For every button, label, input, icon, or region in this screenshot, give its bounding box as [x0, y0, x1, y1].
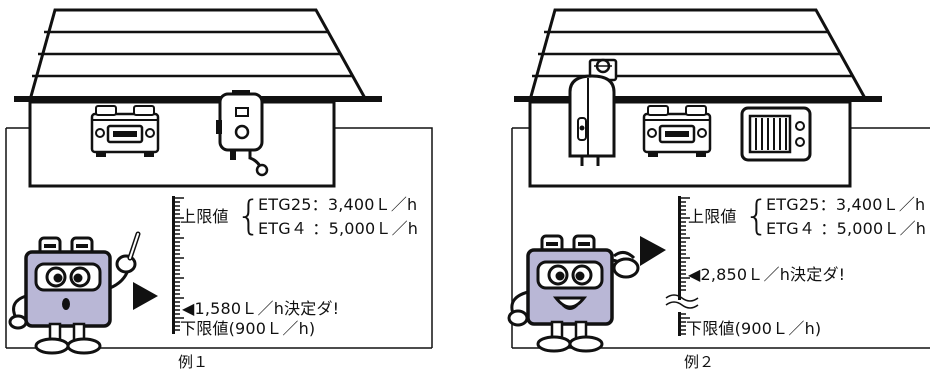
upper-limit-label-2: 上限値 [688, 207, 737, 226]
fan-heater-icon [740, 106, 812, 162]
caption-example-2: 例２ [684, 353, 715, 371]
decision-label-2: ◀2,850Ｌ／h決定ダ! [688, 265, 846, 284]
caption-example-1: 例１ [178, 353, 209, 371]
flow-scale-2 [665, 196, 699, 336]
mascot-1-character [8, 231, 141, 355]
pointer-arrow-2-icon [640, 236, 666, 266]
upper-brace-2: { [744, 193, 770, 239]
upper-brace-1: { [236, 193, 262, 239]
pointer-arrow-1-icon [133, 282, 158, 310]
house-1-icon [12, 8, 384, 188]
water-heater-icon [216, 90, 269, 177]
example-1-panel [5, 8, 433, 355]
flow-scale-1 [172, 196, 184, 334]
decision-label-1: ◀1,580Ｌ／h決定ダ! [182, 299, 340, 318]
upper-row-2-b: ETG４ ：5,000Ｌ／h [766, 219, 927, 238]
upper-row-2-a: ETG25：3,400Ｌ／h [766, 195, 926, 214]
upper-row-1-b: ETG４ ：5,000Ｌ／h [258, 219, 419, 238]
example-2-panel [507, 8, 930, 353]
lower-limit-label-1: 下限値(900Ｌ／h) [180, 319, 316, 338]
mascot-2-character [507, 234, 640, 353]
upper-limit-label-1: 上限値 [180, 207, 229, 226]
gas-stove-2-icon [642, 104, 712, 159]
gas-stove-icon [90, 104, 160, 159]
upper-row-1-a: ETG25：3,400Ｌ／h [258, 195, 418, 214]
tall-water-heater-icon [568, 58, 618, 166]
lower-limit-label-2: 下限値(900Ｌ／h) [686, 319, 822, 338]
